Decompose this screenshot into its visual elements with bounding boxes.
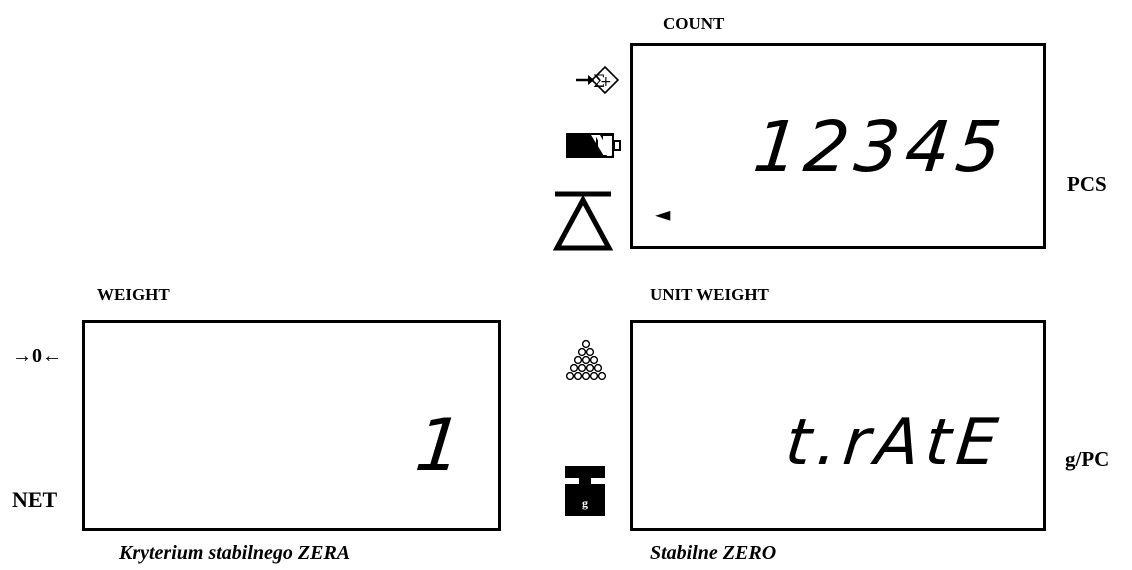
count-label: COUNT [663, 14, 725, 33]
weight-display: 1 [82, 320, 501, 531]
zero-indicator: →0← [12, 345, 62, 367]
unit-weight-value: t.rAtE [782, 406, 1007, 480]
pieces-pyramid-icon [563, 338, 609, 397]
sum-plus-arrow-icon: Σ + [574, 62, 620, 103]
weight-icon-text: g [582, 496, 588, 510]
triangle-stable-icon [551, 190, 615, 259]
unit-weight-label: UNIT WEIGHT [650, 285, 769, 304]
count-value: 12345 [750, 106, 1012, 188]
weight-caption: Kryterium stabilnego ZERA [119, 542, 351, 564]
unit-weight-caption: Stabilne ZERO [650, 542, 777, 564]
battery-low-icon [565, 131, 623, 166]
weight-g-icon: g [563, 466, 607, 523]
count-display: 12345 ◄ [630, 43, 1046, 249]
net-label: NET [12, 487, 58, 512]
weight-label: WEIGHT [97, 285, 170, 304]
weight-value: 1 [411, 403, 473, 487]
unit-weight-unit: g/PC [1065, 447, 1110, 471]
count-unit: PCS [1067, 172, 1107, 196]
unit-weight-display: t.rAtE [630, 320, 1046, 531]
svg-text:+: + [600, 74, 612, 90]
count-indicator-arrow: ◄ [655, 202, 671, 226]
